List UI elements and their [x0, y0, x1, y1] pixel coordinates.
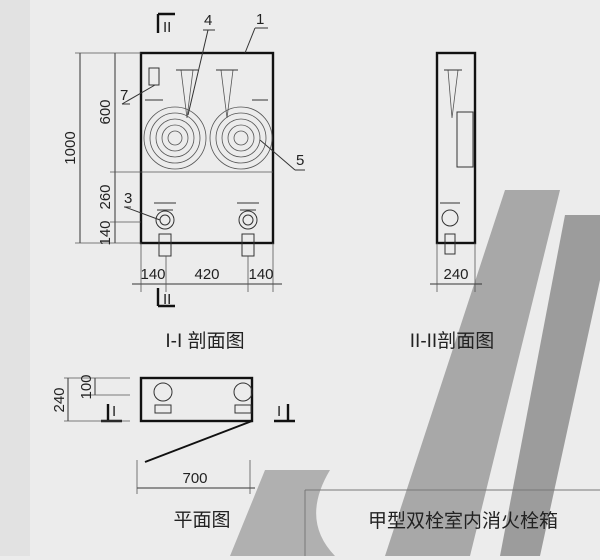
section-mark-bottom: II [163, 291, 171, 308]
side-view-title: II-II剖面图 [410, 330, 494, 352]
callout-4: 4 [204, 12, 212, 29]
dim-front-right: 140 [248, 266, 273, 283]
dim-front-upper: 600 [97, 99, 114, 124]
dim-plan-width: 700 [182, 470, 207, 487]
front-section-view: 1 4 5 7 3 II II 1000 600 260 140 140 420… [62, 11, 305, 352]
plan-view-title: 平面图 [173, 510, 230, 531]
section-mark-top: II [163, 19, 171, 36]
dim-side-depth: 240 [443, 266, 468, 283]
fire-valve-left [154, 202, 176, 257]
hose-reel-right [209, 69, 273, 170]
section-mark-left: I [112, 403, 116, 420]
section-mark-right: I [277, 403, 281, 420]
dim-plan-depth: 240 [51, 387, 68, 412]
callout-7: 7 [120, 87, 128, 104]
alarm-button [148, 67, 160, 86]
side-section-view: 240 II-II剖面图 [410, 51, 494, 352]
dim-plan-offset: 100 [78, 374, 95, 399]
callout-5: 5 [296, 152, 304, 169]
dim-front-center: 420 [194, 266, 219, 283]
fire-valve-right [237, 202, 259, 257]
dim-front-left: 140 [140, 266, 165, 283]
callout-1: 1 [256, 11, 264, 28]
dim-front-height: 1000 [62, 131, 79, 164]
plan-view: I I 240 100 700 平面图 [51, 374, 295, 531]
front-view-title: I-I 剖面图 [165, 330, 244, 352]
callout-3: 3 [124, 190, 132, 207]
cabinet-outline [139, 51, 275, 245]
dim-front-middle: 260 [97, 184, 114, 209]
hose-reel-left [143, 69, 207, 170]
drawing-title: 甲型双栓室内消火栓箱 [368, 510, 558, 532]
dim-front-lower: 140 [97, 220, 114, 245]
